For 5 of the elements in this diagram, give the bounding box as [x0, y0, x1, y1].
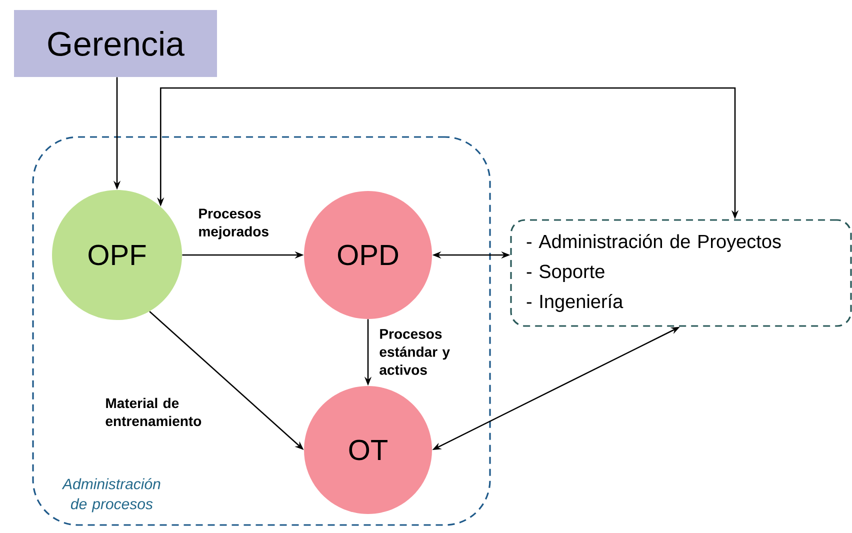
dashed-box: - Administración de Proyectos - Soporte - Ingeniería [510, 219, 852, 327]
edge-label: Material de entrenamiento [106, 398, 202, 426]
edge-label: Procesos mejorados [199, 208, 268, 240]
title-box: Gerencia [14, 10, 217, 77]
edge-label: Procesos estándar y activos [380, 329, 450, 375]
